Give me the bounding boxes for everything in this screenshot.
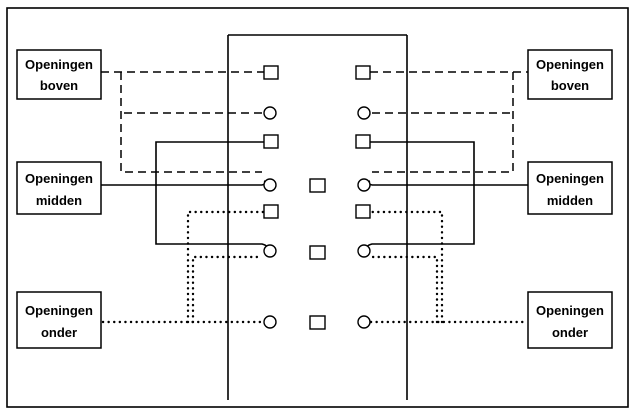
- wiring-midden-solid: [101, 141, 528, 251]
- terminals-left: [263, 65, 279, 329]
- terminal-square-left-1: [263, 65, 279, 80]
- label-bottom-left-line2: onder: [41, 325, 77, 340]
- label-bottom-right-line2: onder: [552, 325, 588, 340]
- label-middle-right-line2: midden: [547, 193, 593, 208]
- terminal-circle-right-4: [357, 315, 371, 329]
- label-bottom-left-line1: Openingen: [25, 303, 93, 318]
- label-box-middle-right: Openingen midden: [527, 161, 613, 215]
- terminal-square-left-2: [263, 134, 279, 149]
- terminal-circle-left-1: [263, 106, 277, 120]
- label-bottom-right-line1: Openingen: [536, 303, 604, 318]
- wiring-boven-dashed: [101, 71, 528, 173]
- terminal-square-left-3: [263, 204, 279, 219]
- outer-frame: [6, 7, 629, 408]
- label-box-top-right: Openingen boven: [527, 49, 613, 100]
- terminal-circle-left-4: [263, 315, 277, 329]
- wiring-onder-dotted: [101, 210, 528, 324]
- label-middle-left-line2: midden: [36, 193, 82, 208]
- terminal-circle-left-2: [263, 178, 277, 192]
- label-top-left-line2: boven: [40, 78, 78, 93]
- terminal-circle-right-1: [357, 106, 371, 120]
- label-box-top-left: Openingen boven: [16, 49, 102, 100]
- label-box-bottom-left: Openingen onder: [16, 291, 102, 349]
- terminal-square-right-2: [355, 134, 371, 149]
- label-box-middle-left: Openingen midden: [16, 161, 102, 215]
- terminals-right: [355, 65, 371, 329]
- label-top-right-line1: Openingen: [536, 57, 604, 72]
- center-square-1: [309, 178, 326, 193]
- label-box-bottom-right: Openingen onder: [527, 291, 613, 349]
- center-square-3: [309, 315, 326, 330]
- terminal-circle-right-2: [357, 178, 371, 192]
- label-top-left-line1: Openingen: [25, 57, 93, 72]
- terminal-square-right-3: [355, 204, 371, 219]
- terminal-square-right-1: [355, 65, 371, 80]
- center-square-2: [309, 245, 326, 260]
- label-top-right-line2: boven: [551, 78, 589, 93]
- terminal-circle-right-3: [357, 244, 371, 258]
- terminal-circle-left-3: [263, 244, 277, 258]
- center-squares: [309, 178, 326, 330]
- label-middle-right-line1: Openingen: [536, 171, 604, 186]
- label-middle-left-line1: Openingen: [25, 171, 93, 186]
